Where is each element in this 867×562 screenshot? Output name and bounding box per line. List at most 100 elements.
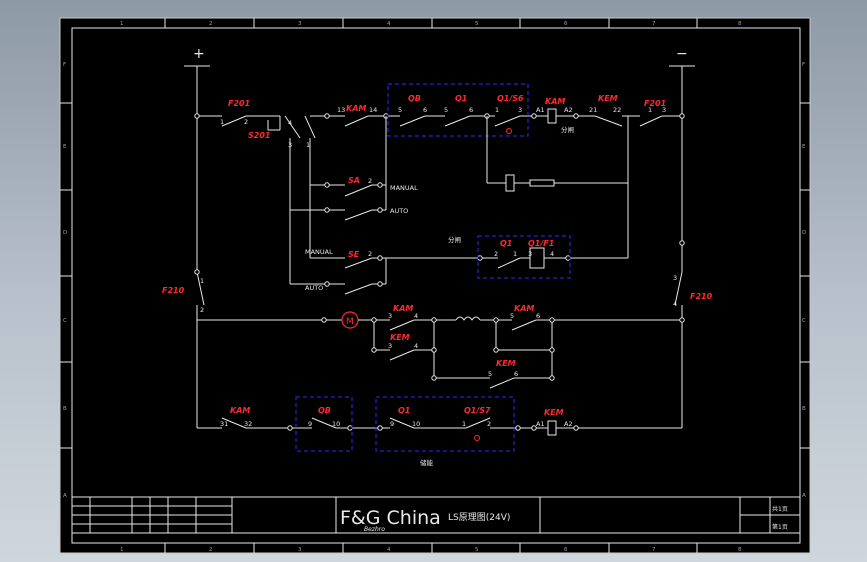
term-1-q1mid: 1 <box>513 250 517 258</box>
col-label-6-bottom: 6 <box>564 547 568 553</box>
term-a1-bot: A1 <box>536 420 545 428</box>
drawing-title: LS原理图(24V) <box>448 512 510 523</box>
label-qb-top: QB <box>408 94 421 103</box>
label-chuneng: 储能 <box>420 458 434 467</box>
col-label-2-bottom: 2 <box>209 547 213 553</box>
label-manual-1: MANUAL <box>390 184 418 192</box>
row-label-b: B <box>63 406 67 412</box>
label-fenzha-top: 分闸 <box>561 125 574 134</box>
title-block: F&G China Bezhro LS原理图(24V) 共1页 第1页 <box>71 496 801 534</box>
power-rails: + − <box>184 46 695 428</box>
col-label-5-bottom: 5 <box>475 547 479 553</box>
term-1-f201: 1 <box>220 118 224 126</box>
term-4-kamm1: 4 <box>414 312 418 320</box>
term-2-q1mid: 2 <box>494 250 498 258</box>
label-fenzha-mid: 分闸 <box>448 235 461 244</box>
label-se: SE <box>348 250 360 259</box>
label-sa: SA <box>348 176 360 185</box>
col-label-8: 8 <box>738 21 742 27</box>
term-5-kamm2: 5 <box>510 312 514 320</box>
label-q1s7: Q1/S7 <box>464 406 491 415</box>
term-3-kemm1: 3 <box>388 342 392 350</box>
label-f210-left: F210 <box>162 286 185 295</box>
label-auto-1: AUTO <box>390 207 408 215</box>
term-6-q1: 6 <box>469 106 473 114</box>
rung-shunt: 分闸 Q1 Q1/F1 2 3 1 4 <box>448 116 629 279</box>
label-q1-bot: Q1 <box>398 406 410 415</box>
term-10-qb: 10 <box>332 420 340 428</box>
term-22-kem: 22 <box>613 106 621 114</box>
term-2-q1s7: 2 <box>487 420 491 428</box>
row-label-f-right: F <box>802 62 805 68</box>
label-q1f1: Q1/F1 <box>528 239 554 248</box>
row-label-d: D <box>63 230 67 236</box>
label-f201-right: F201 <box>644 99 666 108</box>
row-label-f: F <box>63 62 66 68</box>
col-label-3-bottom: 3 <box>298 547 302 553</box>
term-10-q1: 10 <box>412 420 420 428</box>
term-5-q1: 5 <box>444 106 448 114</box>
term-a2-top: A2 <box>564 106 573 114</box>
term-32-kam: 32 <box>244 420 252 428</box>
term-1-f201r: 1 <box>648 106 652 114</box>
term-3-q1s6: 3 <box>518 106 522 114</box>
sheet-total: 共1页 <box>772 505 788 513</box>
label-motor: M <box>346 317 354 327</box>
col-label-7-bottom: 7 <box>652 547 656 553</box>
rung-top: F201 S201 KAM QB Q1 Q1/S6 KAM KEM F201 分… <box>194 83 685 149</box>
label-kem-m1: KEM <box>390 333 410 342</box>
row-label-a-right: A <box>802 493 806 499</box>
term-14-kam: 14 <box>369 106 377 114</box>
term-6-kamm2: 6 <box>536 312 540 320</box>
negative-symbol: − <box>676 46 688 62</box>
col-label-5: 5 <box>475 21 479 27</box>
term-3-f210r: 3 <box>673 274 677 282</box>
col-label-4: 4 <box>387 21 391 27</box>
term-2-f201: 2 <box>244 118 248 126</box>
row-label-e: E <box>63 144 67 150</box>
positive-symbol: + <box>193 46 205 62</box>
term-a2-bot: A2 <box>564 420 573 428</box>
label-kem-coil-bot: KEM <box>544 408 564 417</box>
term-6-kemm3: 6 <box>514 370 518 378</box>
sheet-number: 第1页 <box>772 523 788 531</box>
col-label-6: 6 <box>564 21 568 27</box>
label-q1-mid: Q1 <box>500 239 512 248</box>
label-kam-m2: KAM <box>514 304 534 313</box>
rung-bottom: KAM QB Q1 Q1/S7 KEM 储能 31 32 9 10 9 10 1… <box>197 396 682 467</box>
label-f210-right: F210 <box>690 292 713 301</box>
rung-motor: M KAM KEM KAM KEM 3 4 3 4 5 6 5 <box>197 304 685 389</box>
term-9-qb: 9 <box>308 420 312 428</box>
row-label-a: A <box>63 493 67 499</box>
term-4-s201: 4 <box>288 119 292 127</box>
col-label-1: 1 <box>120 21 124 27</box>
label-q1-top: Q1 <box>455 94 467 103</box>
row-label-b-right: B <box>802 406 806 412</box>
row-label-c: C <box>63 318 67 324</box>
drawing-border-inner <box>71 27 801 544</box>
term-6-qb: 6 <box>423 106 427 114</box>
fuses-f210: F210 F210 1 2 3 4 <box>162 240 713 314</box>
term-13-kam: 13 <box>337 106 345 114</box>
term-5-qb: 5 <box>398 106 402 114</box>
term-31-kam: 31 <box>220 420 228 428</box>
label-kam-m1: KAM <box>393 304 413 313</box>
col-label-2: 2 <box>209 21 213 27</box>
term-a1-top: A1 <box>536 106 545 114</box>
row-label-c-right: C <box>802 318 806 324</box>
term-4-f210r: 4 <box>673 300 677 308</box>
row-label-d-right: D <box>802 230 806 236</box>
term-9-q1: 9 <box>390 420 394 428</box>
label-s201: S201 <box>248 131 270 140</box>
drawing-border-outer <box>59 17 811 554</box>
term-4-q1f1: 4 <box>550 250 554 258</box>
label-kem-top: KEM <box>598 94 618 103</box>
term-2-f210l: 2 <box>200 306 204 314</box>
row-label-e-right: E <box>802 144 806 150</box>
label-manual-2: MANUAL <box>305 248 333 256</box>
company-name: F&G China <box>340 507 441 529</box>
rung-selectors: SA MANUAL AUTO 2 SE MANUAL AUTO 2 <box>289 116 480 295</box>
label-auto-2: AUTO <box>305 284 323 292</box>
